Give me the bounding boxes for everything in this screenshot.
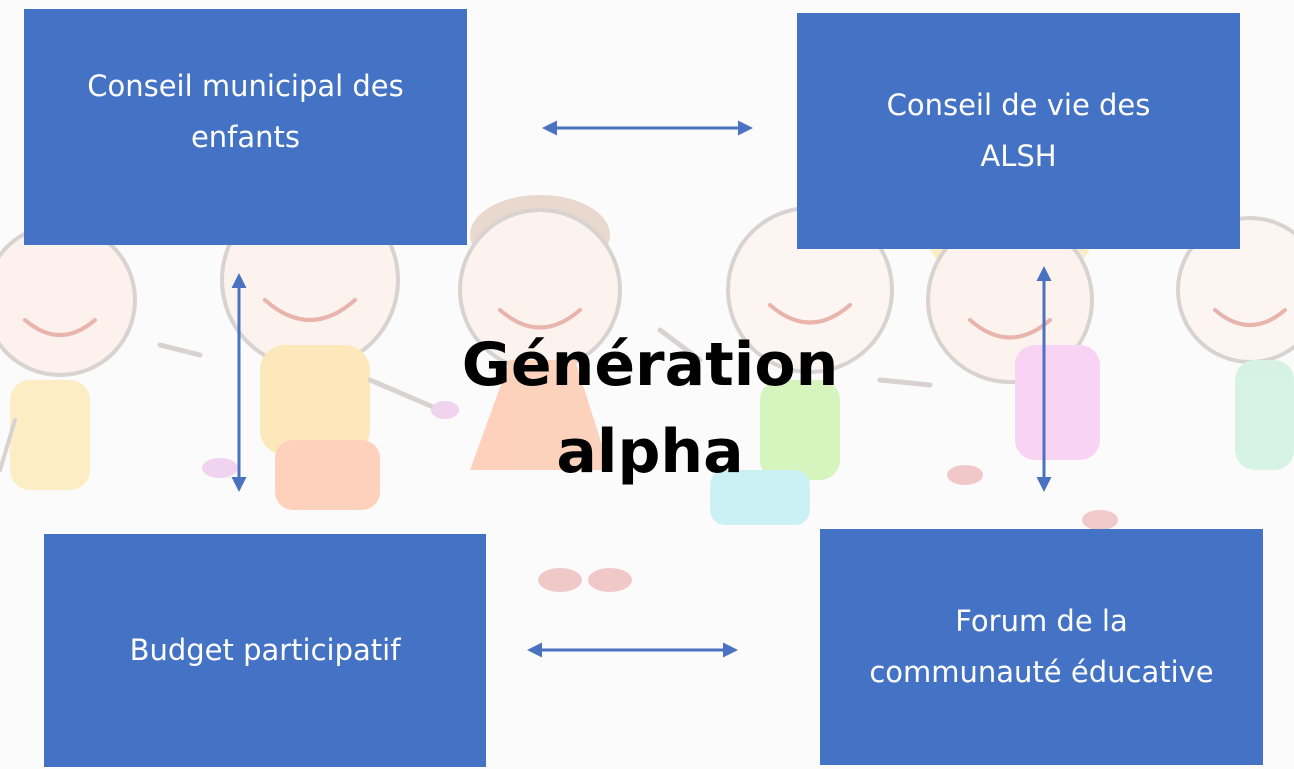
box-label-line-1: Forum de la [955,604,1128,639]
box-label-line-2: communauté éducative [869,655,1214,689]
box-label-line-1: Conseil de vie des [886,88,1151,123]
center-title: Génération alpha [430,322,870,496]
child-figure-4 [657,206,894,525]
box-label-line-1: Conseil municipal des [87,69,404,104]
box-conseil-municipal-des-enfants: Conseil municipal des enfants [24,9,467,245]
center-title-line-2: alpha [556,417,744,487]
box-forum-communaute-educative: Forum de la communauté éducative [820,529,1263,765]
child-figure-3 [417,195,632,592]
box-budget-participatif: Budget participatif [44,534,486,767]
child-figure-6 [1176,198,1294,470]
center-title-line-1: Génération [461,330,839,400]
box-conseil-de-vie-des-alsh: Conseil de vie des ALSH [797,13,1240,249]
box-label-line-2: enfants [190,120,301,154]
box-label-line-1: Budget participatif [129,633,401,668]
box-label-line-2: ALSH [980,139,1057,173]
